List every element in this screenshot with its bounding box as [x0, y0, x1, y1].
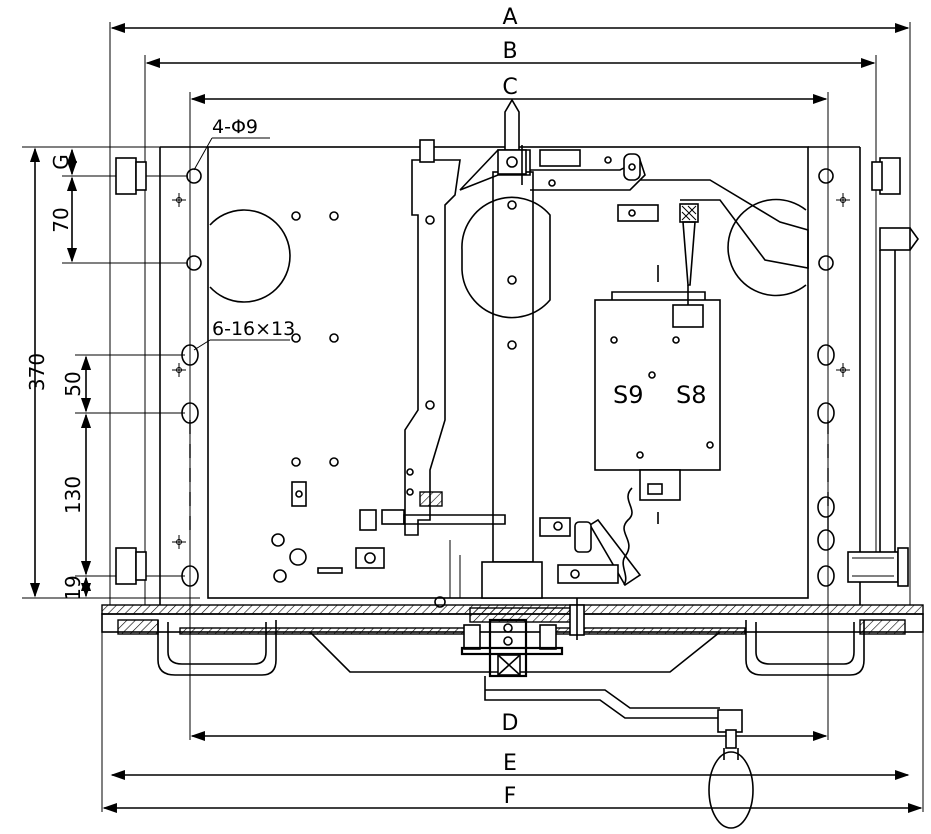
dim-g-label: G	[49, 154, 73, 170]
crank-assembly	[460, 598, 754, 829]
dim-c-label: C	[502, 75, 517, 100]
dim-a-label: A	[502, 5, 517, 30]
dimension-lines: A B C D E F	[101, 5, 924, 814]
vertical-dimensions: 370 G 70 50 130 19	[22, 146, 200, 601]
dim-130-label: 130	[61, 476, 85, 514]
mounting-holes	[172, 168, 850, 587]
dim-f-label: F	[504, 784, 517, 809]
side-bushings	[115, 157, 919, 587]
dim-d-label: D	[502, 711, 519, 736]
slot-hole-callout: 6-16×13	[212, 318, 295, 340]
round-hole-callout: 4-Φ9	[212, 116, 258, 138]
hole-callouts: 4-Φ9 6-16×13	[193, 116, 295, 351]
switch-label-s8: S8	[676, 381, 707, 409]
spring-drums	[209, 196, 807, 583]
dim-50-label: 50	[61, 371, 85, 396]
dim-19-label: 19	[61, 575, 85, 600]
dim-370-label: 370	[25, 353, 49, 391]
switch-label-s9: S9	[613, 381, 644, 409]
dim-e-label: E	[503, 751, 517, 776]
dim-70-label: 70	[49, 207, 73, 232]
central-mechanism: S9 S8	[355, 98, 809, 599]
dim-b-label: B	[502, 39, 517, 64]
base-plate	[101, 596, 924, 676]
